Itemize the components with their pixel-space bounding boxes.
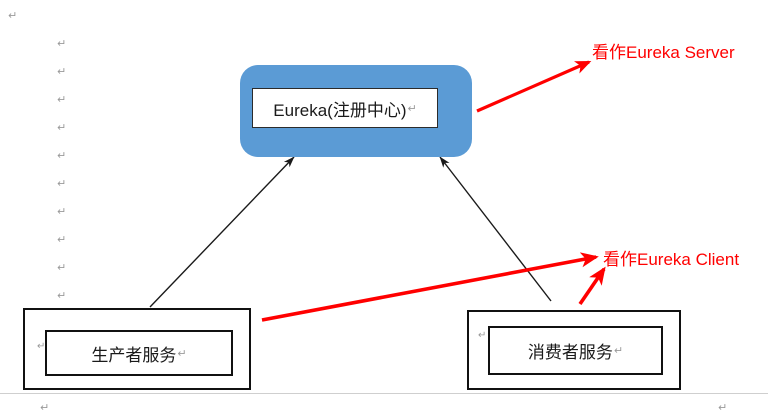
producer-service-label: 生产者服务 (91, 345, 177, 365)
connector-consumer-to-client-label (578, 266, 606, 306)
annotation-eureka-client: 看作Eureka Client (603, 250, 740, 269)
paragraph-mark-icon: ↵ (40, 401, 50, 414)
paragraph-mark-icon: ↵ (8, 9, 18, 22)
connector-consumer-to-registry (439, 156, 552, 302)
paragraph-mark-icon: ↵ (57, 261, 67, 274)
connector-producer-to-registry (149, 156, 295, 308)
eureka-registry-label-box[interactable]: Eureka(注册中心)↵ (252, 88, 438, 128)
eureka-registry-label: Eureka(注册中心) (273, 100, 407, 120)
paragraph-mark-icon: ↵ (478, 330, 487, 341)
paragraph-mark-icon: ↵ (407, 101, 417, 115)
page-bottom-divider (0, 393, 768, 394)
connector-registry-to-server-label (476, 60, 592, 113)
paragraph-mark-icon: ↵ (57, 177, 67, 190)
annotation-eureka-server: 看作Eureka Server (592, 43, 735, 62)
paragraph-mark-icon: ↵ (177, 346, 187, 360)
paragraph-mark-icon: ↵ (57, 93, 67, 106)
paragraph-mark-icon: ↵ (613, 344, 624, 357)
paragraph-mark-icon: ↵ (57, 149, 67, 162)
consumer-service-inner-box[interactable]: 消费者服务↵ (488, 326, 663, 375)
paragraph-mark-icon: ↵ (718, 401, 728, 414)
paragraph-mark-icon: ↵ (57, 121, 67, 134)
paragraph-mark-icon: ↵ (57, 37, 67, 50)
paragraph-mark-icon: ↵ (57, 289, 67, 302)
paragraph-mark-icon: ↵ (57, 233, 67, 246)
paragraph-mark-icon: ↵ (57, 205, 67, 218)
paragraph-mark-icon: ↵ (37, 341, 46, 352)
producer-service-inner-box[interactable]: 生产者服务↵ (45, 330, 233, 376)
consumer-service-label: 消费者服务 (527, 343, 613, 362)
paragraph-mark-icon: ↵ (57, 65, 67, 78)
